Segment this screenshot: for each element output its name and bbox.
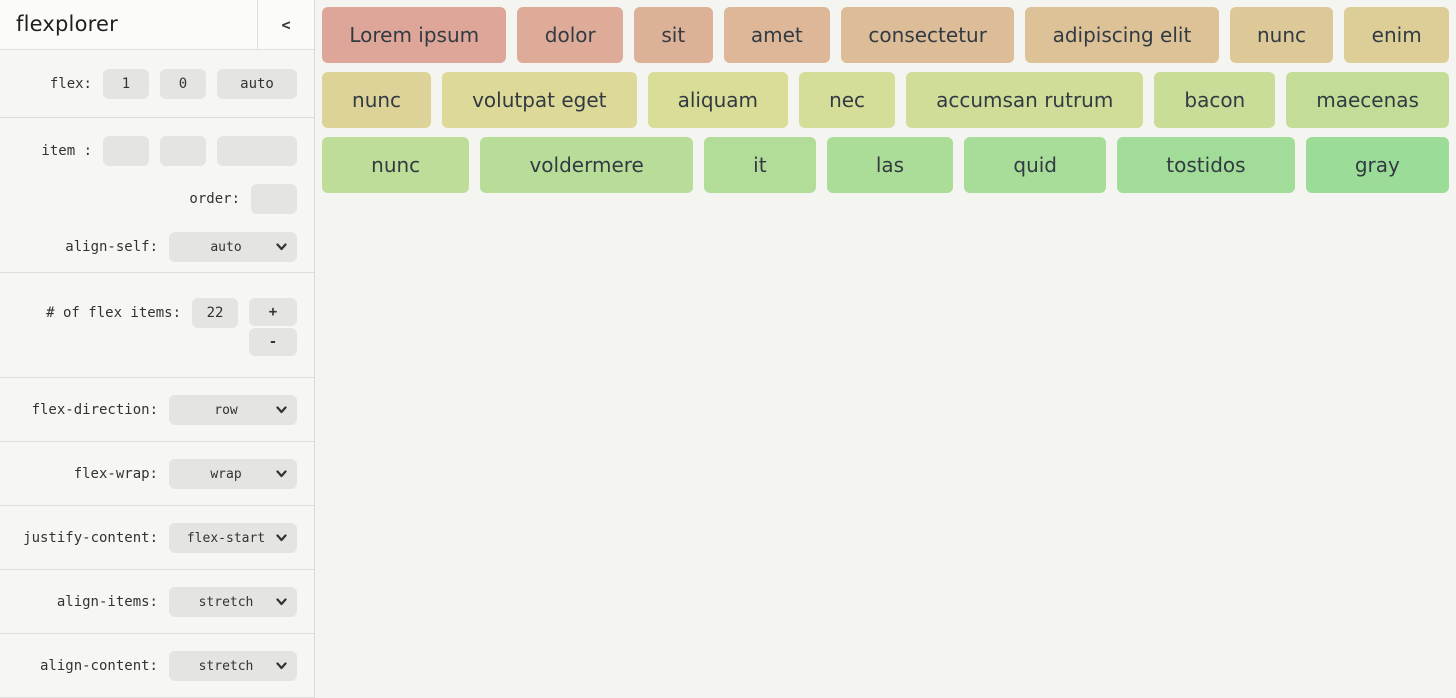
align-content-group: align-content: stretch xyxy=(0,634,314,698)
flex-item: aliquam xyxy=(647,72,789,128)
flex-label: flex: xyxy=(49,76,92,92)
item-properties-group: item : order: align-self: auto xyxy=(0,118,314,273)
flex-item: quid xyxy=(964,137,1107,193)
flex-grow-input[interactable] xyxy=(103,69,149,99)
flex-item: consectetur xyxy=(841,7,1015,63)
order-row: order: xyxy=(0,184,314,214)
order-input[interactable] xyxy=(251,184,297,214)
flex-item: enim xyxy=(1344,7,1450,63)
align-self-row: align-self: auto xyxy=(0,232,314,262)
flex-item: las xyxy=(826,137,954,193)
align-items-select[interactable]: stretch xyxy=(169,587,297,617)
flex-wrap-select[interactable]: wrap xyxy=(169,459,297,489)
flex-item: maecenas xyxy=(1286,72,1449,128)
item-count-label: # of flex items: xyxy=(46,305,181,321)
flex-item: nunc xyxy=(322,72,432,128)
item-count-group: # of flex items: + - xyxy=(0,273,314,378)
order-label: order: xyxy=(189,191,240,207)
flex-wrap-group: flex-wrap: wrap xyxy=(0,442,314,506)
justify-content-group: justify-content: flex-start xyxy=(0,506,314,570)
flex-item: Lorem ipsum xyxy=(322,7,507,63)
flex-wrap-label: flex-wrap: xyxy=(73,466,158,482)
align-items-label: align-items: xyxy=(56,594,158,610)
flex-item: nec xyxy=(799,72,896,128)
flex-item: amet xyxy=(723,7,831,63)
flex-item: it xyxy=(704,137,816,193)
flex-item: tostidos xyxy=(1117,137,1295,193)
align-content-label: align-content: xyxy=(39,658,158,674)
justify-content-select[interactable]: flex-start xyxy=(169,523,297,553)
app-title: flexplorer xyxy=(16,12,118,36)
item-count-stepper: + - xyxy=(249,298,297,356)
sidebar-header: flexplorer < xyxy=(0,0,314,50)
flex-item: nunc xyxy=(1229,7,1334,63)
flex-item: sit xyxy=(634,7,713,63)
item-grow-input[interactable] xyxy=(103,136,149,166)
align-self-select[interactable]: auto xyxy=(169,232,297,262)
remove-item-button[interactable]: - xyxy=(249,328,297,356)
flex-item: voldermere xyxy=(480,137,693,193)
justify-content-label: justify-content: xyxy=(23,530,158,546)
align-items-group: align-items: stretch xyxy=(0,570,314,634)
flex-shrink-input[interactable] xyxy=(160,69,206,99)
item-count-input[interactable] xyxy=(192,298,238,328)
flex-item: dolor xyxy=(517,7,624,63)
flex-item: volutpat eget xyxy=(442,72,637,128)
align-content-select[interactable]: stretch xyxy=(169,651,297,681)
item-count-row: # of flex items: + - xyxy=(0,298,314,356)
flex-item: gray xyxy=(1305,137,1450,193)
item-shrink-input[interactable] xyxy=(160,136,206,166)
flex-item: nunc xyxy=(322,137,470,193)
collapse-sidebar-button[interactable]: < xyxy=(257,0,314,49)
flex-direction-select[interactable]: row xyxy=(169,395,297,425)
flex-direction-label: flex-direction: xyxy=(31,402,158,418)
add-item-button[interactable]: + xyxy=(249,298,297,326)
item-label: item : xyxy=(41,143,92,159)
align-self-label: align-self: xyxy=(65,239,158,255)
align-content-row: align-content: stretch xyxy=(0,651,314,681)
item-flex-row: item : xyxy=(0,136,314,166)
flex-direction-group: flex-direction: row xyxy=(0,378,314,442)
item-basis-input[interactable] xyxy=(217,136,297,166)
sidebar: flexplorer < flex: item : order: xyxy=(0,0,315,698)
flex-basis-input[interactable] xyxy=(217,69,297,99)
flex-direction-row: flex-direction: row xyxy=(0,395,314,425)
align-items-row: align-items: stretch xyxy=(0,587,314,617)
flex-wrap-row: flex-wrap: wrap xyxy=(0,459,314,489)
flex-item: bacon xyxy=(1154,72,1276,128)
flex-row: flex: xyxy=(0,69,314,99)
flex-item: adipiscing elit xyxy=(1025,7,1219,63)
flex-item: accumsan rutrum xyxy=(906,72,1144,128)
justify-content-row: justify-content: flex-start xyxy=(0,523,314,553)
flex-shorthand-group: flex: xyxy=(0,50,314,118)
